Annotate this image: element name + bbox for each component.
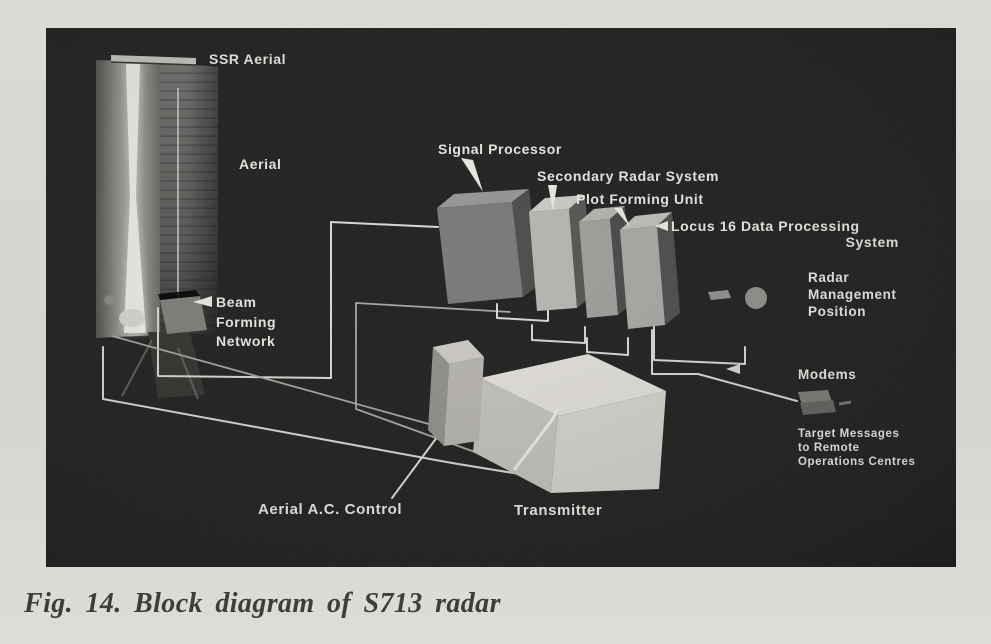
photo-grain	[46, 28, 956, 567]
radar-block-diagram-photo: SSR Aerial Aerial Beam Forming Network S…	[46, 28, 956, 567]
figure-caption: Fig. 14. Block diagram of S713 radar	[24, 588, 501, 619]
